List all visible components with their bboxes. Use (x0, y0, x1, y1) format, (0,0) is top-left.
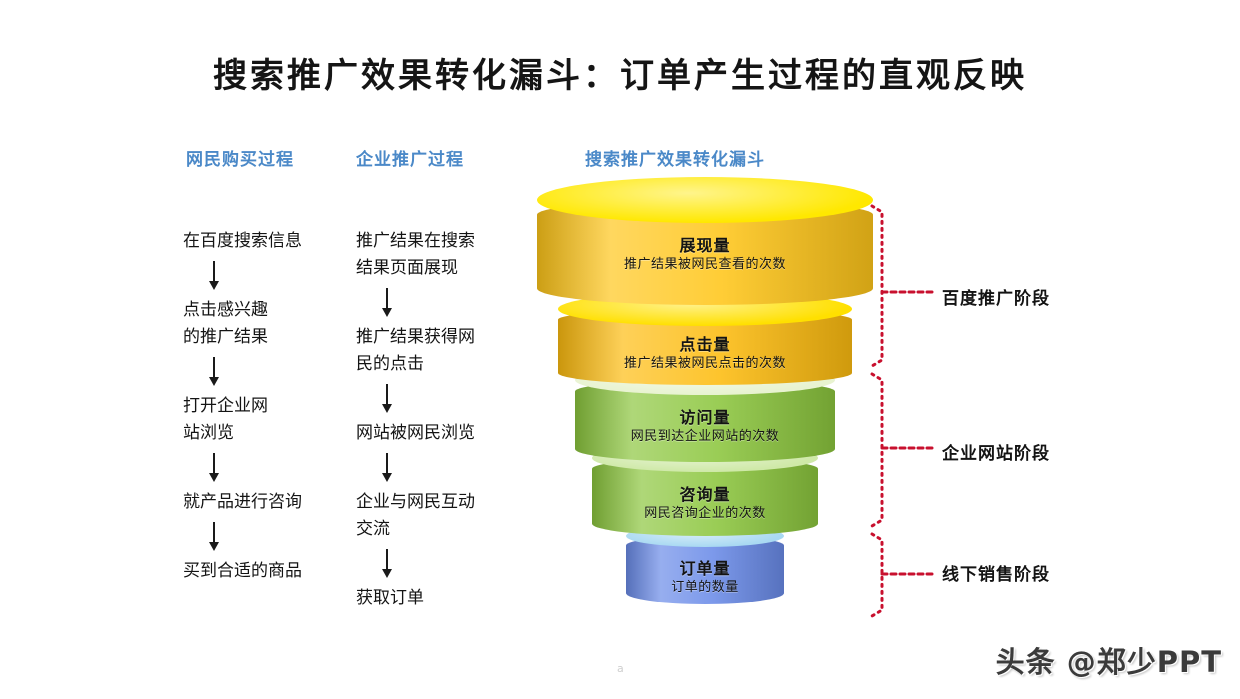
funnel-layer-label-4: 订单量 (679, 559, 731, 578)
promo-process-step-0: 推广结果在搜索 结果页面展现 (356, 231, 475, 278)
promo-process-step-2: 网站被网民浏览 (356, 423, 475, 443)
stage-bracket-0 (870, 204, 884, 368)
funnel-layer-label-0: 展现量 (679, 236, 731, 255)
buyer-process-arrow-2 (183, 447, 358, 489)
stage-bracket-2 (870, 532, 884, 618)
buyer-process-step-2: 打开企业网 站浏览 (183, 396, 268, 443)
stage-label-baidu-promotion: 百度推广阶段 (942, 289, 1050, 309)
funnel-layer-label-1: 点击量 (679, 335, 731, 354)
column-header-buyer-process: 网民购买过程 (186, 150, 294, 170)
funnel-layer-1: 点击量推广结果被网民点击的次数 (558, 292, 852, 385)
promo-process-arrow-1 (356, 378, 531, 420)
funnel-layer-3: 咨询量网民咨询企业的次数 (592, 444, 818, 536)
promo-process-column: 推广结果在搜索 结果页面展现推广结果获得网 民的点击网站被网民浏览企业与网民互动… (356, 228, 531, 612)
buyer-process-arrow-1 (183, 351, 358, 393)
funnel-layer-body-4 (626, 536, 784, 604)
buyer-process-arrow-3 (183, 516, 358, 558)
promo-process-arrow-2 (356, 447, 531, 489)
conversion-funnel: 展现量推广结果被网民查看的次数点击量推广结果被网民点击的次数访问量网民到达企业网… (530, 177, 880, 621)
stage-bracket-group (868, 196, 938, 621)
promo-process-step-4: 获取订单 (356, 588, 424, 608)
buyer-process-step-3: 就产品进行咨询 (183, 492, 302, 512)
funnel-layer-description-4: 订单的数量 (671, 580, 739, 595)
column-header-promo-process: 企业推广过程 (356, 150, 464, 170)
funnel-layer-description-3: 网民咨询企业的次数 (644, 506, 766, 521)
funnel-layer-description-0: 推广结果被网民查看的次数 (623, 257, 786, 272)
page-marker: a (617, 662, 624, 675)
stage-label-offline-sales: 线下销售阶段 (942, 565, 1050, 585)
promo-process-arrow-0 (356, 282, 531, 324)
funnel-layer-cap-0 (537, 177, 873, 223)
funnel-layer-2: 访问量网民到达企业网站的次数 (575, 365, 835, 462)
funnel-layer-text-4: 订单量订单的数量 (626, 559, 784, 597)
buyer-process-column: 在百度搜索信息点击感兴趣 的推广结果打开企业网 站浏览就产品进行咨询买到合适的商… (183, 228, 358, 585)
funnel-layer-label-3: 咨询量 (679, 485, 731, 504)
funnel-layer-text-0: 展现量推广结果被网民查看的次数 (537, 236, 873, 274)
funnel-layer-body-3 (592, 458, 818, 536)
funnel-layer-description-2: 网民到达企业网站的次数 (630, 429, 780, 444)
funnel-layer-text-1: 点击量推广结果被网民点击的次数 (558, 335, 852, 373)
funnel-layer-label-2: 访问量 (679, 408, 731, 427)
buyer-process-arrow-0 (183, 255, 358, 297)
stage-label-company-website: 企业网站阶段 (942, 444, 1050, 464)
column-header-funnel: 搜索推广效果转化漏斗 (585, 150, 765, 170)
promo-process-step-3: 企业与网民互动 交流 (356, 492, 475, 539)
watermark: 头条 @郑少PPT (995, 645, 1222, 679)
funnel-layer-body-2 (575, 380, 835, 462)
funnel-layer-description-1: 推广结果被网民点击的次数 (623, 356, 786, 371)
funnel-layer-0: 展现量推广结果被网民查看的次数 (537, 177, 873, 305)
buyer-process-step-1: 点击感兴趣 的推广结果 (183, 300, 268, 347)
promo-process-step-1: 推广结果获得网 民的点击 (356, 327, 475, 374)
buyer-process-step-4: 买到合适的商品 (183, 561, 302, 581)
funnel-layer-text-2: 访问量网民到达企业网站的次数 (575, 408, 835, 446)
funnel-layer-text-3: 咨询量网民咨询企业的次数 (592, 485, 818, 523)
stage-bracket-svg (870, 204, 936, 618)
buyer-process-step-0: 在百度搜索信息 (183, 231, 302, 251)
page-title: 搜索推广效果转化漏斗：订单产生过程的直观反映 (213, 56, 1027, 96)
funnel-layer-4: 订单量订单的数量 (626, 525, 784, 604)
stage-bracket-1 (870, 372, 884, 528)
promo-process-arrow-3 (356, 543, 531, 585)
